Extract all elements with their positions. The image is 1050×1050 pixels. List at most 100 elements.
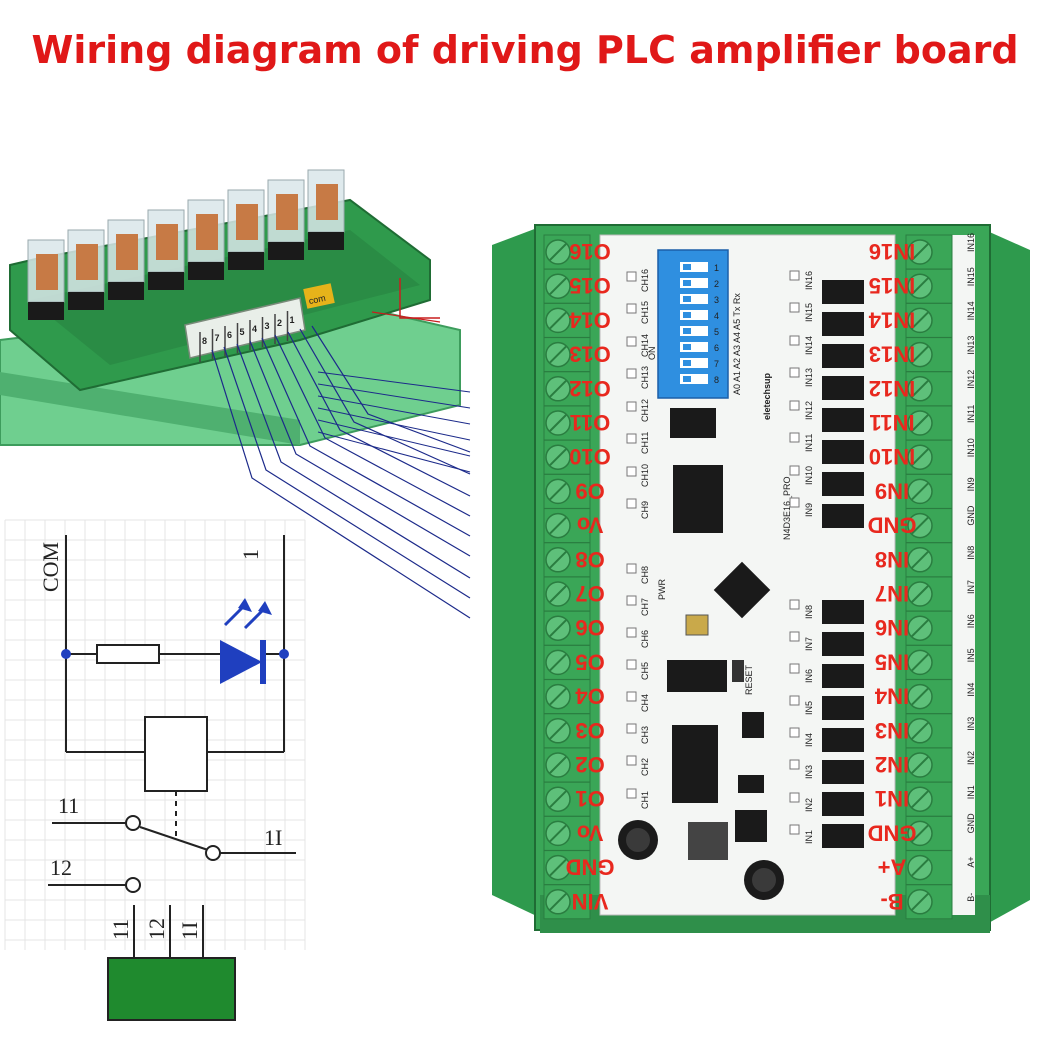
channel-led — [626, 303, 637, 314]
input-terminal-label: IN14 — [868, 307, 915, 332]
contact-12-label: 12 — [50, 855, 72, 880]
pin-11-label: 11 — [108, 919, 133, 940]
com-schematic-label: COM — [38, 542, 63, 592]
relay-coil — [156, 224, 178, 260]
channel-label: CH14 — [640, 334, 650, 357]
pwr-label: PWR — [657, 579, 667, 600]
output-terminal-label: O9 — [575, 478, 604, 503]
channel-label: CH5 — [640, 662, 650, 680]
channel-label: CH8 — [640, 566, 650, 584]
silk-label: IN14 — [966, 301, 976, 320]
input-terminal-label: IN13 — [869, 342, 915, 367]
dip-toggle[interactable] — [680, 374, 708, 384]
silk-label: GND — [966, 505, 976, 526]
inner-in-label: IN15 — [804, 303, 814, 322]
crystal — [685, 614, 709, 636]
channel-label: CH1 — [640, 791, 650, 809]
silk-label: IN13 — [966, 336, 976, 355]
input-terminal-label: IN15 — [869, 273, 915, 298]
dip-toggle[interactable] — [680, 358, 708, 368]
optocoupler — [822, 440, 864, 464]
coil-terminal-label: 1 — [238, 549, 263, 560]
output-terminal-label: O11 — [570, 410, 610, 435]
contact-11 — [125, 815, 141, 831]
silk-label: A+ — [966, 856, 976, 867]
channel-led — [626, 401, 637, 412]
channel-label: CH3 — [640, 726, 650, 744]
channel-led — [626, 271, 637, 282]
output-terminal-label: O10 — [569, 444, 611, 469]
output-terminal-label: Vo — [577, 820, 603, 845]
blue-wire — [317, 407, 471, 441]
relay-schematic: COM 1 11 1I 12 11 12 1 — [4, 519, 306, 1021]
ic-chip — [673, 465, 723, 533]
silk-label: IN7 — [966, 580, 976, 594]
dip-number: 5 — [714, 327, 719, 337]
dip-toggle[interactable] — [680, 294, 708, 304]
channel-label: CH4 — [640, 694, 650, 712]
output-terminal-label: O14 — [568, 307, 610, 332]
channel-led — [626, 433, 637, 444]
status-led — [789, 465, 800, 476]
inner-in-label: IN3 — [804, 765, 814, 779]
dip-toggle[interactable] — [680, 278, 708, 288]
blue-wire — [299, 328, 471, 475]
relay-terminal-label: 4 — [252, 324, 257, 334]
dip-number: 8 — [714, 375, 719, 385]
relay-coil — [36, 254, 58, 290]
input-terminal-label: A+ — [878, 855, 907, 880]
status-led — [789, 302, 800, 313]
inner-in-label: IN11 — [804, 434, 814, 452]
silk-label: IN5 — [966, 648, 976, 662]
channel-led — [626, 627, 637, 638]
relay-coil — [276, 194, 298, 230]
status-led — [789, 270, 800, 281]
inner-in-label: IN5 — [804, 701, 814, 715]
input-terminal-label: IN7 — [875, 581, 909, 606]
input-terminal-label: IN8 — [875, 547, 909, 572]
reset-button[interactable] — [732, 660, 744, 682]
dip-toggle[interactable] — [680, 262, 708, 272]
relay-terminal-label: 8 — [202, 336, 207, 346]
optocoupler — [822, 632, 864, 656]
dip-number: 1 — [714, 263, 719, 273]
output-terminal-label: O16 — [569, 239, 611, 264]
channel-led — [626, 691, 637, 702]
output-terminal-label: O5 — [575, 649, 604, 674]
relay-terminal-label: 2 — [277, 318, 282, 328]
blue-wire — [317, 383, 471, 409]
dip-toggle[interactable] — [680, 326, 708, 336]
inner-in-label: IN7 — [804, 637, 814, 651]
blue-wire — [317, 431, 471, 473]
channel-led — [626, 563, 637, 574]
silk-label: IN12 — [966, 370, 976, 389]
blue-wire — [236, 343, 471, 579]
contact-12 — [125, 877, 141, 893]
dip-number: 7 — [714, 359, 719, 369]
pin-12-label: 12 — [144, 918, 169, 940]
relay-coil — [236, 204, 258, 240]
inner-in-label: IN1 — [804, 830, 814, 844]
regulator — [735, 810, 767, 842]
input-terminal-label: IN11 — [869, 410, 914, 435]
input-terminal-label: IN2 — [875, 752, 909, 777]
output-terminal-label: GND — [566, 855, 615, 880]
status-led — [789, 727, 800, 738]
input-terminal-label: IN10 — [869, 444, 915, 469]
output-terminal-label: O3 — [575, 718, 604, 743]
ic-chip — [667, 660, 727, 692]
dip-toggle[interactable] — [680, 342, 708, 352]
relay-terminal-label: 3 — [265, 321, 270, 331]
dip-switch[interactable] — [657, 249, 729, 399]
optocoupler — [822, 408, 864, 432]
optocoupler — [822, 792, 864, 816]
channel-label: CH13 — [640, 366, 650, 389]
blue-wire — [223, 346, 471, 599]
blue-wire — [317, 371, 471, 393]
inner-in-label: IN10 — [804, 466, 814, 485]
channel-label: CH6 — [640, 630, 650, 648]
input-terminal-label: IN12 — [869, 376, 915, 401]
dip-toggle[interactable] — [680, 310, 708, 320]
